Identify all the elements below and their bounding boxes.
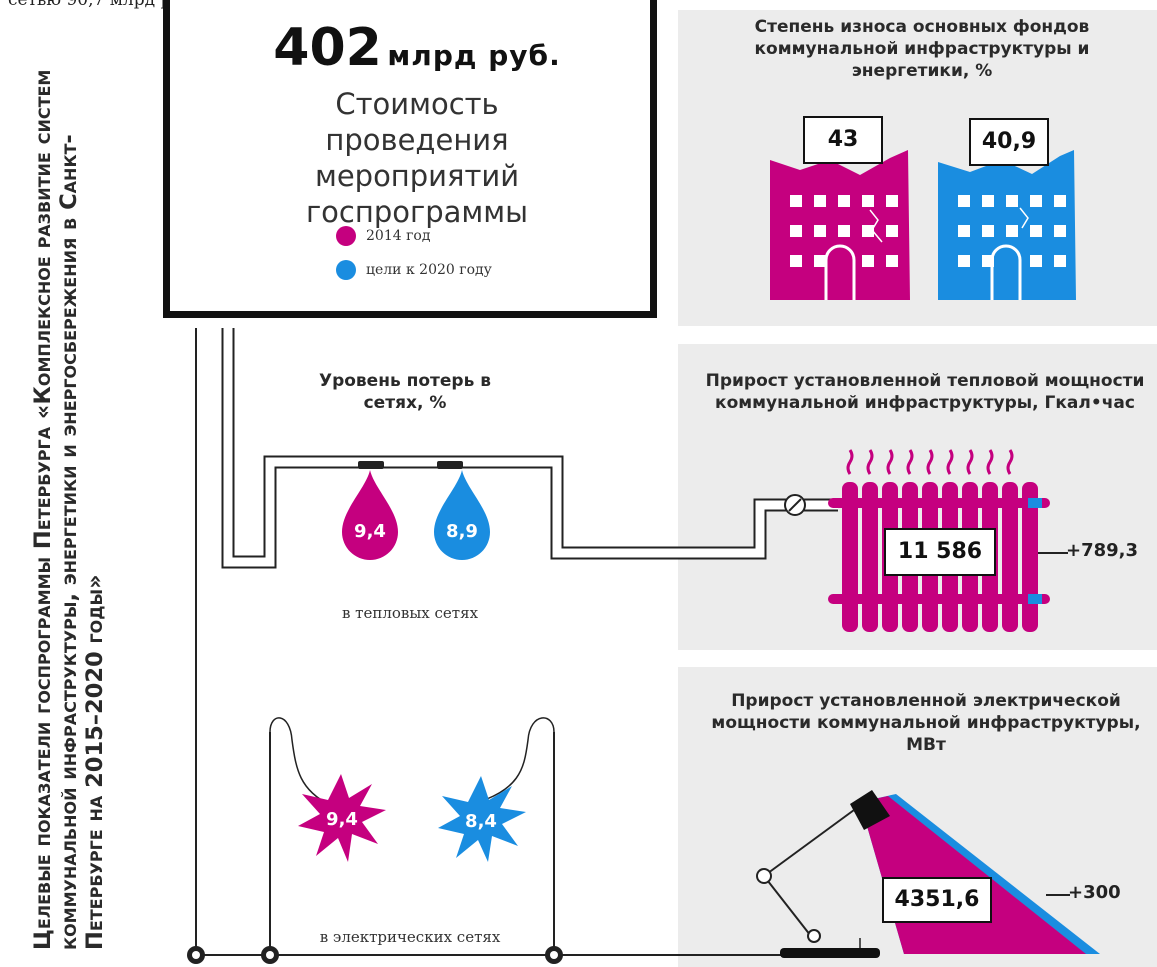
heat-loss-value-2014: 9,4 xyxy=(354,521,386,542)
wear-value-2014: 43 xyxy=(803,116,883,164)
buildings-illustration xyxy=(770,150,1076,300)
heat-loss-caption: в тепловых сетях xyxy=(341,604,479,622)
cost-subtitle: Стоимость проведения мероприятий госпрог… xyxy=(305,87,529,229)
wear-title: Степень износа основных фондов коммуналь… xyxy=(754,17,1090,81)
legend-label-2014: 2014 год xyxy=(366,228,431,244)
thermal-increase-line xyxy=(1038,552,1068,554)
total-cost-unit: млрд руб. xyxy=(387,39,561,72)
total-cost: 402 млрд руб. xyxy=(170,18,664,78)
electric-power-value: 4351,6 xyxy=(882,877,992,923)
electric-power-title: Прирост установленной электрической мощн… xyxy=(711,691,1141,755)
electric-loss-value-2020: 8,4 xyxy=(465,811,497,832)
heat-loss-value-2020: 8,9 xyxy=(446,521,478,542)
main-cost-box: 402 млрд руб. Стоимость проведения мероп… xyxy=(163,0,657,318)
total-cost-amount: 402 xyxy=(273,18,382,78)
thermal-power-value: 11 586 xyxy=(884,528,996,576)
wear-value-2020: 40,9 xyxy=(969,118,1049,166)
wear-panel xyxy=(678,10,1157,326)
electric-loss-value-2014: 9,4 xyxy=(326,809,358,830)
legend-dot-2020 xyxy=(336,260,356,280)
heat-loss-drops xyxy=(342,470,490,560)
heat-loss-title: Уровень потерь в сетях, % xyxy=(318,371,492,413)
electric-loss-stars xyxy=(298,774,526,862)
thermal-power-title: Прирост установленной тепловой мощности … xyxy=(705,371,1145,413)
electric-loss-caption: в электрических сетях xyxy=(319,928,501,946)
thermal-power-increase: +789,3 xyxy=(1066,540,1139,561)
legend-dot-2014 xyxy=(336,226,356,246)
lamp-illustration xyxy=(756,790,1100,958)
legend-label-2020: цели к 2020 году xyxy=(366,262,492,278)
electric-increase-line xyxy=(1046,894,1070,896)
electric-power-increase: +300 xyxy=(1068,882,1121,903)
